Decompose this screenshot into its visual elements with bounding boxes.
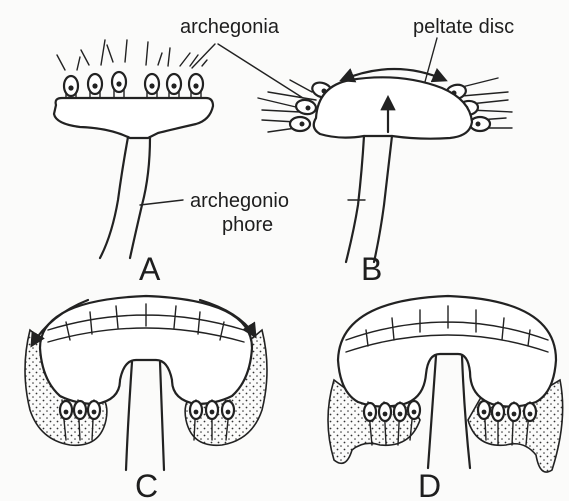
figure-a-disc [54, 98, 213, 138]
figure-c [25, 296, 267, 470]
panel-label-a: A [139, 252, 160, 286]
figure-b-stalk [346, 136, 392, 262]
figure-d-stalk [428, 356, 470, 468]
archegonia-label: archegonia [180, 16, 279, 38]
panel-label-d: D [418, 469, 441, 501]
figure-a-stalk [100, 137, 150, 258]
archegoniophore-label-line2: phore [222, 214, 273, 236]
archegoniophore-label-line1: archegonio [190, 190, 289, 212]
figure-d-disc [338, 296, 556, 407]
figure-b [258, 69, 512, 262]
peltate-disc-label: peltate disc [413, 16, 514, 38]
figure-a-archegonia [57, 40, 207, 102]
panel-label-c: C [135, 469, 158, 501]
panel-label-b: B [361, 252, 382, 286]
figure-b-disc [314, 77, 472, 138]
figure-c-stalk [126, 362, 164, 470]
figure-a [54, 40, 213, 258]
figure-d [328, 296, 563, 472]
